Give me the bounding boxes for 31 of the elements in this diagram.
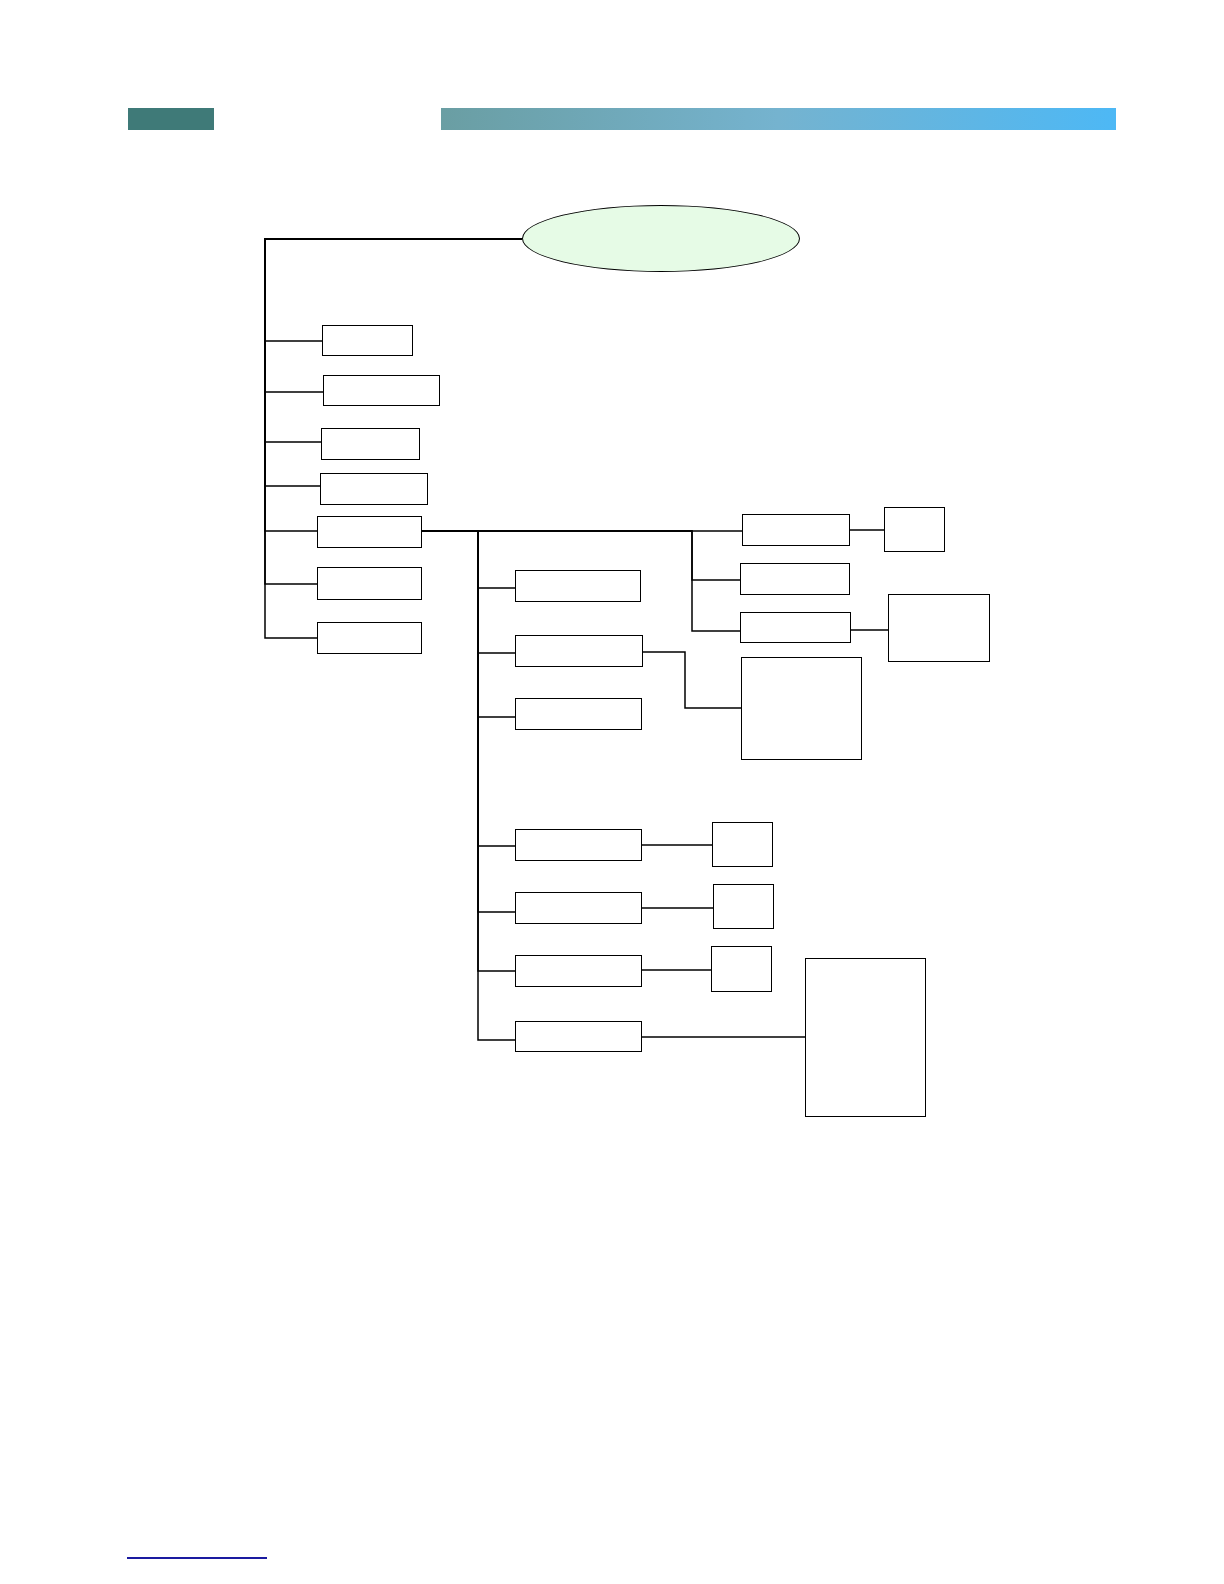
connector-line: [641, 844, 713, 846]
empty-box: [321, 428, 420, 460]
connector-line: [642, 651, 742, 709]
empty-box: [317, 567, 422, 600]
empty-box: [320, 473, 428, 505]
empty-box: [741, 657, 862, 760]
empty-box: [322, 325, 413, 356]
empty-box: [515, 829, 642, 861]
connector-line: [850, 629, 889, 631]
empty-box: [740, 612, 851, 643]
empty-box: [884, 507, 945, 552]
empty-box: [515, 955, 642, 987]
empty-box: [712, 822, 773, 867]
empty-box: [515, 635, 643, 667]
empty-box: [317, 622, 422, 654]
connector-line: [641, 907, 714, 909]
empty-box: [713, 884, 774, 929]
empty-box: [805, 958, 926, 1117]
empty-box: [742, 514, 850, 546]
connector-line: [849, 529, 885, 531]
empty-box: [740, 563, 850, 595]
connector-line: [641, 1036, 806, 1038]
empty-box: [515, 698, 642, 730]
empty-box: [711, 946, 772, 992]
empty-box: [888, 594, 990, 662]
connector-line: [641, 969, 712, 971]
empty-box: [317, 516, 422, 548]
empty-box: [515, 1021, 642, 1052]
empty-box: [515, 570, 641, 602]
empty-box: [323, 375, 440, 406]
empty-box: [515, 892, 642, 924]
